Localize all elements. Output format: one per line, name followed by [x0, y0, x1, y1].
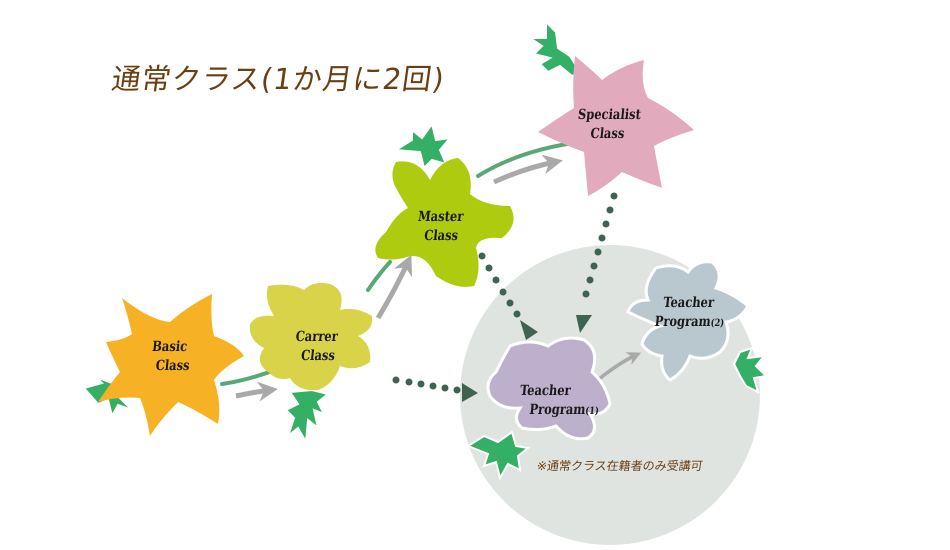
node-label-line1: Teacher	[662, 295, 715, 311]
arrow-basic-to-carrer	[235, 381, 278, 402]
arrow-carrer-to-master	[375, 254, 413, 320]
node-label-suffix: (2)	[709, 318, 725, 329]
node-label-line2: Class	[300, 348, 336, 364]
node-label-line1: Basic	[151, 339, 189, 355]
node-label-suffix: (1)	[584, 406, 600, 417]
node-label-line1: Carrer	[294, 329, 339, 345]
flower-master-class[interactable]	[375, 158, 514, 287]
node-label-line2: Class	[154, 358, 191, 374]
dotted-arrow-master-to-teacher1	[478, 252, 538, 340]
node-label-teacher1: Teacher Program(1)	[517, 382, 602, 421]
dotted-arrow-carrer-to-teacher1	[392, 376, 478, 402]
flower-specialist-class[interactable]	[538, 56, 694, 196]
flower-teacher-program-2[interactable]	[626, 260, 750, 382]
node-label-line2: Class	[423, 228, 459, 244]
node-label-line2-wrap: Program(2)	[654, 313, 726, 333]
green-swoosh-carrer-master	[366, 260, 392, 292]
node-label-teacher2: Teacher Program(2)	[654, 294, 728, 333]
node-label-line2: Class	[589, 126, 626, 142]
node-label-basic: Basic Class	[145, 338, 193, 376]
node-label-specialist: Specialist Class	[575, 106, 642, 144]
enrollment-note: ※通常クラス在籍者のみ受講可	[535, 459, 704, 473]
node-label-line1: Master	[417, 209, 465, 225]
leaf-icon-specialist	[526, 19, 582, 78]
leaf-icon-master	[392, 121, 453, 170]
node-label-line2: Program	[528, 402, 587, 418]
leaf-icon-teacher1	[465, 430, 531, 481]
flower-basic-class[interactable]	[98, 294, 244, 436]
dotted-arrow-specialist-to-teacher1	[576, 192, 618, 333]
node-label-carrer: Carrer Class	[293, 328, 339, 366]
leaf-icon-carrer	[284, 388, 331, 446]
node-label-line2-wrap: Program(1)	[517, 401, 600, 421]
node-label-line1: Specialist	[577, 107, 642, 123]
flower-carrer-class[interactable]	[249, 282, 373, 391]
node-label-line1: Teacher	[519, 383, 572, 399]
node-label-line2: Program	[653, 314, 712, 330]
flower-teacher-program-1[interactable]	[486, 336, 612, 441]
node-label-master: Master Class	[415, 208, 464, 246]
leaf-icon-teacher2	[732, 346, 769, 394]
page-title: 通常クラス(1か月に2回)	[109, 62, 448, 96]
arrow-master-to-specialist	[492, 154, 563, 185]
